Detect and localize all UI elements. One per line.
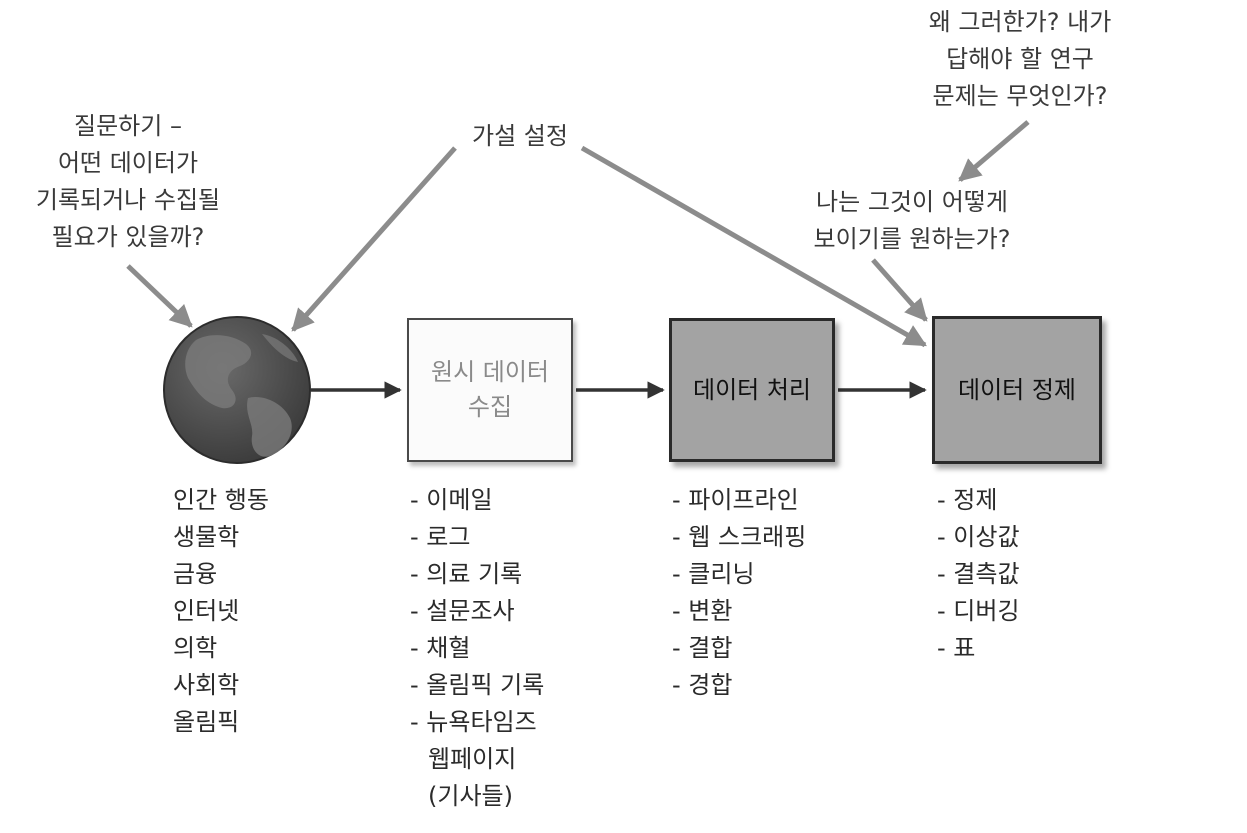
note-desired-look: 나는 그것이 어떻게 보이기를 원하는가?	[813, 188, 1011, 253]
list-cleaning-steps: - 정제 - 이상값 - 결측값 - 디버깅 - 표	[937, 482, 1020, 667]
list-raw-data-examples: - 이메일 - 로그 - 의료 기록 - 설문조사 - 채혈 - 올림픽 기록 …	[410, 482, 544, 815]
note-asking-questions: 질문하기 – 어떤 데이터가 기록되거나 수집될 필요가 있을까?	[35, 112, 221, 251]
list-item: - 디버깅	[937, 597, 1020, 625]
list-item: 생물학	[173, 523, 240, 551]
list-item: - 이상값	[937, 523, 1020, 551]
list-item: - 뉴욕타임즈	[410, 708, 537, 736]
list-item: (기사들)	[428, 782, 513, 810]
arrow-look-to-clean	[871, 258, 928, 322]
note-research-question: 왜 그러한가? 내가 답해야 할 연구 문제는 무엇인가?	[928, 8, 1112, 110]
box-data-cleaning: 데이터 정제	[932, 316, 1102, 464]
list-item: 의학	[173, 634, 218, 662]
list-item: - 정제	[937, 486, 998, 514]
list-item: - 웹 스크래핑	[672, 523, 807, 551]
list-item: - 변환	[672, 597, 733, 625]
list-item: - 이메일	[410, 486, 493, 514]
list-item: 금융	[173, 560, 218, 588]
list-item: - 올림픽 기록	[410, 671, 545, 699]
list-item: - 결합	[672, 634, 733, 662]
note-hypothesis: 가설 설정	[472, 122, 568, 150]
list-item: 웹페이지	[428, 745, 517, 773]
list-item: - 경합	[672, 671, 733, 699]
list-data-sources: 인간 행동 생물학 금융 인터넷 의학 사회학 올림픽	[173, 482, 269, 741]
list-item: - 클리닝	[672, 560, 755, 588]
arrow-why-to-look	[958, 120, 1030, 182]
list-item: 인간 행동	[173, 486, 269, 514]
list-item: - 설문조사	[410, 597, 515, 625]
box-raw-data-collection: 원시 데이터 수집	[407, 318, 573, 462]
list-item: - 결측값	[937, 560, 1020, 588]
arrow-asking-to-globe	[126, 264, 193, 328]
list-item: 올림픽	[173, 708, 240, 736]
box-data-processing: 데이터 처리	[669, 318, 835, 462]
list-item: - 표	[937, 634, 976, 662]
arrow-hypothesis-to-clean	[580, 145, 927, 348]
list-item: 사회학	[173, 671, 240, 699]
arrow-hypothesis-to-globe	[291, 146, 457, 332]
list-item: - 파이프라인	[672, 486, 799, 514]
list-processing-steps: - 파이프라인 - 웹 스크래핑 - 클리닝 - 변환 - 결합 - 경합	[672, 482, 806, 704]
globe-icon	[163, 316, 311, 464]
list-item: - 의료 기록	[410, 560, 523, 588]
list-item: - 로그	[410, 523, 471, 551]
list-item: 인터넷	[173, 597, 240, 625]
list-item: - 채혈	[410, 634, 471, 662]
